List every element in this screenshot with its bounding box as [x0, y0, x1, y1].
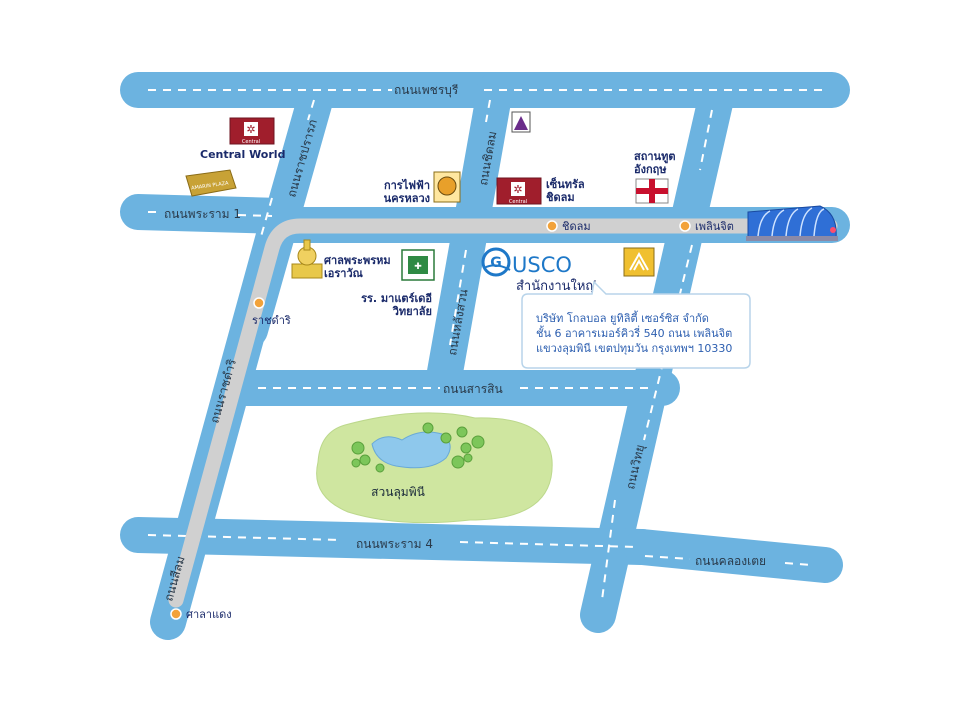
central-chidlom-label-line1: เซ็นทรัล — [546, 177, 585, 191]
erawan-label-line1: ศาลพระพรหม — [324, 254, 391, 267]
station-dot — [679, 220, 691, 232]
bank-logo-icon — [514, 116, 528, 130]
label-rama4: ถนนพระราม 4 — [356, 537, 433, 551]
embassy-label-line2: อังกฤษ — [634, 163, 667, 176]
park-area — [316, 412, 553, 524]
central-logo-text: Central — [509, 199, 527, 205]
amarin-sign — [185, 169, 237, 197]
amarin-sign-text: AMARIN PLAZA — [191, 180, 230, 191]
gusco-headquarters[interactable]: G USCO สำนักงานใหญ่ — [481, 247, 597, 294]
landmark-mater-dei-school[interactable]: ✚ รร. มาแตร์เดอี วิทยาลัย — [361, 249, 435, 318]
road-khlongtoei — [624, 529, 843, 583]
landmark-bank-icon — [511, 111, 531, 133]
gusco-logo: G USCO — [481, 247, 572, 277]
gusco-logo-text: USCO — [512, 253, 572, 277]
road-center-lines — [147, 89, 822, 601]
road-rama4 — [120, 517, 660, 565]
landmark-amarin-plaza[interactable]: AMARIN PLAZA — [185, 169, 237, 197]
address-callout: บริษัท โกลบอล ยูทิลิตี้ เซอร์ซิส จำกัด ช… — [521, 280, 751, 369]
station-ploenchit[interactable]: เพลินจิต — [679, 220, 734, 233]
mea-label-line2: นครหลวง — [384, 192, 430, 205]
landmark-bank-krungsri-icon — [623, 247, 655, 277]
hq-subtitle: สำนักงานใหญ่ — [516, 278, 597, 294]
station-label: ชิดลม — [562, 220, 591, 233]
landmark-british-embassy[interactable]: สถานทูต อังกฤษ — [634, 150, 675, 204]
label-khlongtoei: ถนนคลองเตย — [695, 554, 766, 568]
gusco-logo-initial: G — [490, 255, 502, 271]
address-line1: บริษัท โกลบอล ยูทิลิตี้ เซอร์ซิส จำกัด — [536, 310, 709, 325]
central-logo-mark — [244, 122, 258, 136]
embassy-label-line1: สถานทูต — [634, 150, 675, 164]
landmark-erawan-shrine[interactable]: ศาลพระพรหม เอราวัณ — [291, 239, 391, 280]
school-label-line2: วิทยาลัย — [392, 305, 432, 318]
station-ratchadamri[interactable]: ราชดำริ — [252, 297, 291, 327]
station-dot — [253, 297, 265, 309]
erawan-shrine-icon — [291, 239, 323, 279]
mea-emblem-icon — [437, 176, 457, 196]
bts-train-icon — [746, 205, 838, 241]
label-rama1: ถนนพระราม 1 — [164, 207, 241, 221]
school-label-line1: รร. มาแตร์เดอี — [361, 292, 432, 305]
station-dot — [546, 220, 558, 232]
station-label: ศาลาแดง — [186, 608, 232, 621]
central-world-label: Central World — [200, 148, 285, 161]
central-logo-text: Central — [242, 139, 260, 145]
station-sala-daeng[interactable]: ศาลาแดง — [170, 608, 232, 621]
central-chidlom-label-line2: ชิดลม — [546, 191, 575, 204]
lake — [371, 431, 451, 469]
gusco-logo-ring — [481, 247, 511, 277]
trees — [351, 422, 485, 473]
erawan-label-line2: เอราวัณ — [324, 267, 364, 280]
callout-box — [521, 280, 751, 369]
mea-label-line1: การไฟฟ้า — [384, 178, 430, 192]
landmark-central-chidlom[interactable]: ✲ Central เซ็นทรัล ชิดลม — [496, 177, 585, 205]
station-chidlom[interactable]: ชิดลม — [546, 220, 591, 233]
flower-icon: ✲ — [513, 183, 522, 196]
address-line2: ชั้น 6 อาคารเมอร์คิวรี่ 540 ถนน เพลินจิต — [536, 325, 732, 340]
address-line3: แขวงลุมพินี เขตปทุมวัน กรุงเทพฯ 10330 — [536, 342, 732, 355]
school-crest-icon — [408, 256, 428, 274]
central-logo — [496, 177, 542, 205]
park-label: สวนลุมพินี — [371, 485, 425, 500]
station-label: เพลินจิต — [695, 220, 734, 233]
central-logo-mark — [511, 182, 525, 196]
bts-stations: ชิดลม เพลินจิต ราชดำริ ศาลาแดง — [170, 220, 734, 621]
bts-line — [168, 218, 838, 608]
label-phetchaburi: ถนนเพชรบุรี — [394, 83, 459, 98]
landmark-mea[interactable]: การไฟฟ้า นครหลวง — [384, 171, 461, 205]
bank-logo-icon — [629, 251, 649, 271]
school-crest-mark: ✚ — [414, 262, 422, 272]
lumphini-park: สวนลุมพินี — [316, 412, 553, 524]
station-dot — [170, 608, 182, 620]
label-sarasin: ถนนสารสิน — [443, 382, 503, 396]
landmark-central-world[interactable]: ✲ Central Central World — [200, 117, 285, 161]
station-label: ราชดำริ — [252, 314, 291, 327]
flower-icon: ✲ — [246, 123, 255, 136]
